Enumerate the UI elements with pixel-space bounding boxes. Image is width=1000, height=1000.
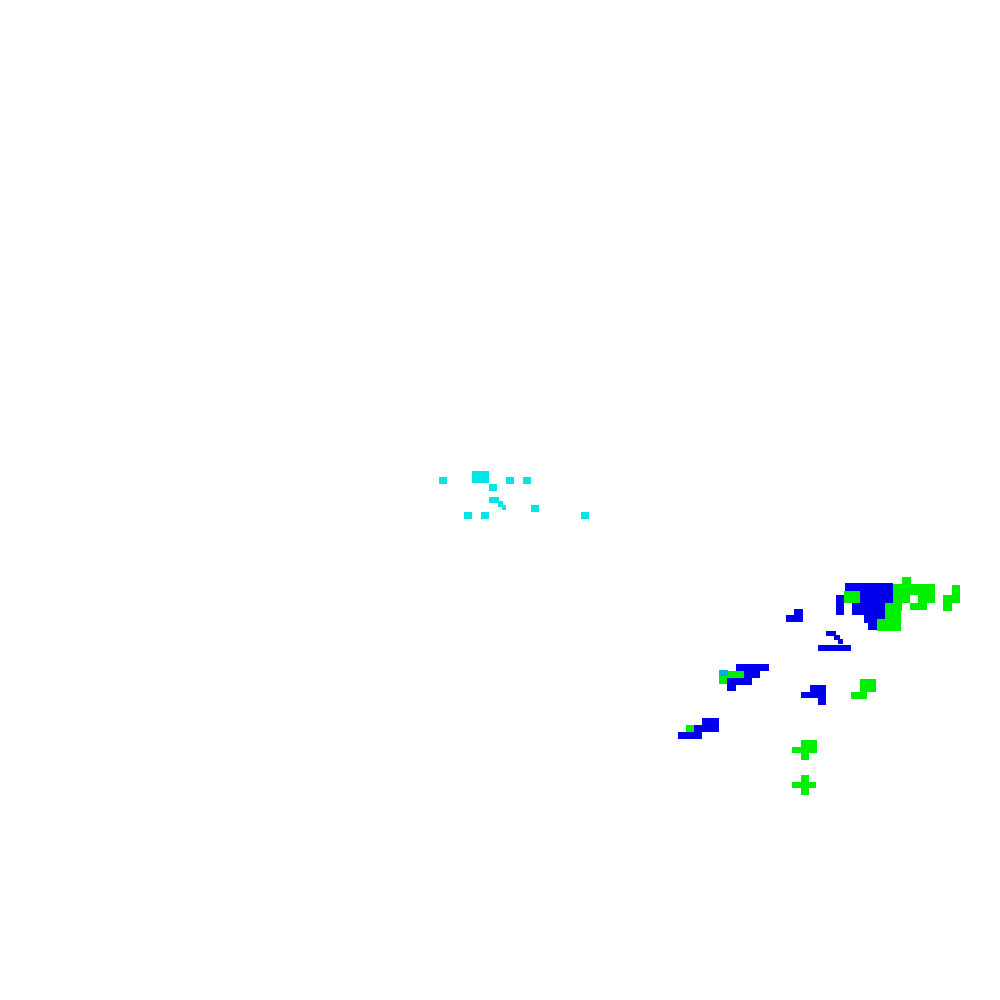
cyan-pixel [439, 477, 447, 484]
green-pixel [801, 788, 809, 795]
blue-pixel [736, 664, 769, 671]
blue-pixel [801, 692, 826, 698]
green-pixel [902, 577, 911, 584]
cyan-pixel [464, 512, 472, 519]
green-pixel [910, 603, 927, 610]
cyan-pixel [502, 505, 506, 510]
blue-pixel [836, 595, 844, 615]
green-pixel [877, 619, 901, 631]
green-pixel [792, 747, 817, 753]
cyan-cluster [439, 471, 589, 519]
cyan-pixel [531, 505, 539, 512]
green-pixel [893, 595, 910, 603]
green-pixel [801, 753, 809, 760]
cyan-pixel [489, 497, 499, 503]
cyan-pixel [581, 512, 589, 519]
green-pixel [885, 611, 901, 619]
blue-cluster [678, 583, 893, 739]
blue-pixel [694, 725, 719, 732]
cyan-pixel [489, 484, 497, 491]
green-pixel [686, 725, 694, 732]
green-pixel [844, 591, 860, 603]
blue-pixel [818, 698, 826, 705]
green-pixel [719, 678, 727, 684]
blue-pixel [727, 678, 752, 685]
blue-pixel [727, 685, 736, 691]
green-pixel [952, 585, 960, 595]
blue-pixel [864, 615, 885, 623]
cyan-pixel [523, 477, 531, 484]
green-pixel [851, 692, 867, 699]
blue-pixel [868, 623, 878, 630]
blue-pixel [736, 671, 760, 678]
cyan-pixel [481, 512, 489, 519]
green-pixel [792, 782, 816, 788]
blue-pixel [794, 609, 803, 615]
blue-pixel [852, 595, 893, 607]
cyan-pixel [472, 471, 489, 483]
green-pixel [860, 679, 876, 686]
blue-pixel [810, 685, 826, 692]
cyan-pixel [498, 501, 503, 507]
green-pixel [801, 775, 809, 782]
green-pixel [719, 671, 744, 678]
green-pixel [893, 584, 935, 595]
blue-pixel [834, 635, 840, 640]
blue-pixel [838, 639, 843, 644]
green-pixel [943, 603, 952, 611]
green-pixel [943, 595, 960, 603]
cyan-accent-pixel [719, 670, 728, 676]
blue-pixel [702, 718, 719, 725]
blue-pixel [818, 645, 851, 651]
green-cluster [686, 577, 960, 795]
blue-pixel [826, 631, 836, 636]
blue-pixel [786, 615, 803, 622]
green-pixel [860, 686, 876, 692]
green-pixel [801, 740, 817, 747]
cyan-pixel [506, 477, 514, 484]
green-pixel [885, 603, 902, 611]
blue-pixel [678, 732, 702, 739]
blue-pixel [852, 607, 885, 615]
green-pixel [918, 595, 935, 603]
